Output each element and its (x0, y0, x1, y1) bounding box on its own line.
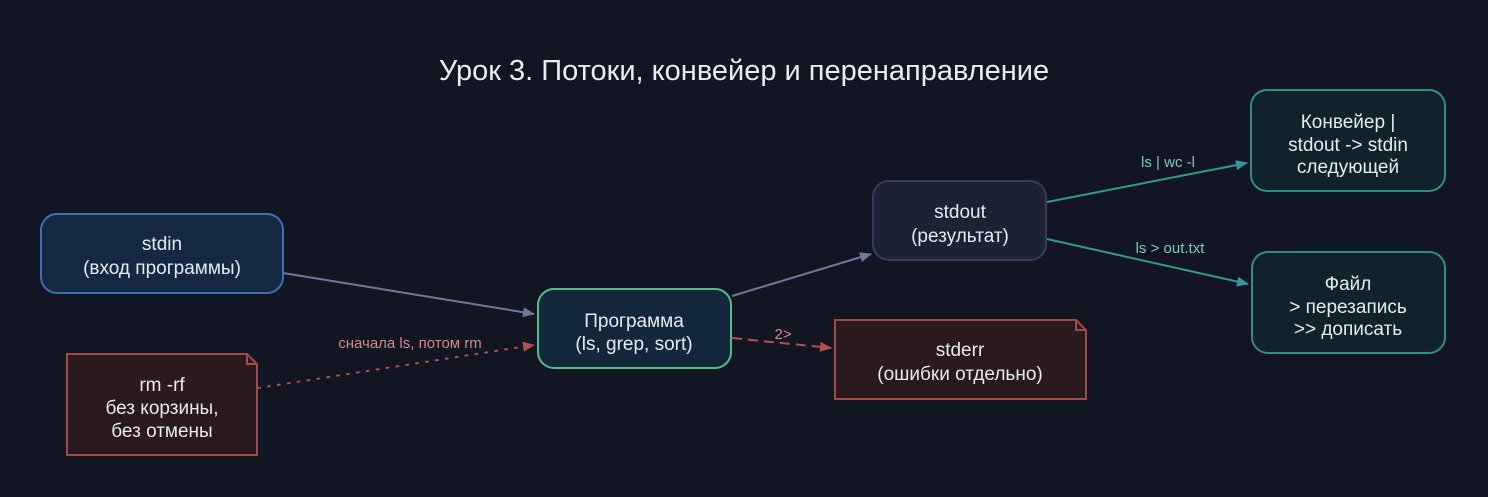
edge-rm-program: сначала ls, потом rm (257, 335, 535, 389)
node-stdout: stdout (результат) (872, 180, 1047, 261)
edge-label-file: ls > out.txt (1136, 240, 1206, 257)
node-pipe-line-2: stdout -> stdin (1288, 135, 1408, 156)
node-stdout-line-2: (результат) (911, 226, 1009, 247)
node-file-line-3: >> дописать (1294, 319, 1402, 340)
edge-stdin-program (282, 272, 535, 318)
node-rm-line-2: без корзины, (105, 398, 218, 419)
edge-program-stderr: 2> (731, 326, 832, 352)
node-stdin-line-2: (вход программы) (83, 258, 241, 279)
node-stderr-line-2: (ошибки отдельно) (877, 364, 1042, 385)
node-rm-line-1: rm -rf (139, 375, 185, 396)
node-program: Программа (ls, grep, sort) (537, 288, 732, 369)
diagram-title: Урок 3. Потоки, конвейер и перенаправлен… (439, 55, 1049, 87)
node-rm: rm -rf без корзины, без отмены (66, 353, 258, 456)
node-pipe: Конвейер | stdout -> stdin следующей (1250, 89, 1446, 192)
edge-program-stdout (731, 252, 872, 297)
node-pipe-line-1: Конвейер | (1301, 112, 1396, 133)
node-stdin: stdin (вход программы) (40, 213, 284, 294)
node-file-line-1: Файл (1325, 274, 1372, 295)
node-file: Файл > перезапись >> дописать (1251, 251, 1446, 354)
edge-label-pipe: ls | wc -l (1141, 154, 1195, 171)
node-pipe-line-3: следующей (1297, 157, 1399, 178)
edge-stdout-pipe: ls | wc -l (1046, 154, 1248, 203)
node-stderr-line-1: stderr (936, 340, 985, 361)
node-program-line-1: Программа (584, 311, 684, 332)
node-rm-line-3: без отмены (111, 421, 212, 442)
node-stderr: stderr (ошибки отдельно) (834, 319, 1087, 400)
node-program-line-2: (ls, grep, sort) (575, 334, 692, 355)
node-file-line-2: > перезапись (1289, 297, 1407, 318)
node-stdout-line-1: stdout (934, 202, 986, 223)
edge-stdout-file: ls > out.txt (1046, 238, 1249, 287)
node-stdin-line-1: stdin (142, 234, 182, 255)
edge-label-stderr: 2> (774, 326, 791, 343)
edge-label-rm: сначала ls, потом rm (338, 335, 482, 352)
